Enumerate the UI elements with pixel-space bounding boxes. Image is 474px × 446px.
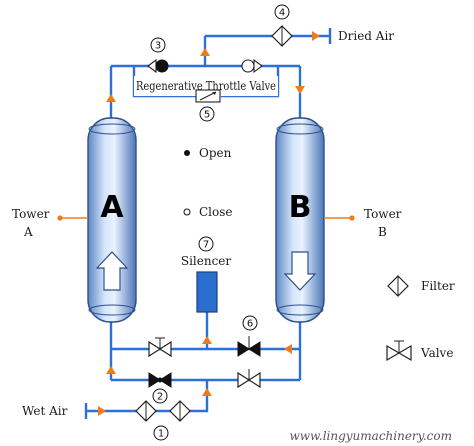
tower-a-up-arrow [95,251,129,291]
tower-a-letter: A [100,190,124,225]
check-valve-icon-open [241,58,263,74]
valve-icon-upper-left [148,337,172,358]
filter-icon-inlet-1 [135,400,157,422]
tower-a-label-line2: A [23,225,33,239]
marker-circle-6 [242,315,258,331]
regen-label-box [134,76,278,96]
tower-a: A [87,117,137,323]
legend-filter-label: Filter [421,279,455,293]
tower-b-label-line1: Tower [364,207,402,221]
valve-icon-6 [237,336,261,357]
flow-arrow-center-up [200,48,210,56]
tower-b-letter: B [289,190,312,225]
check-valve-icon-3 [147,58,169,74]
tower-b: B [275,117,325,323]
marker-circle-3 [150,37,166,53]
legend-valve-label: Valve [420,346,453,360]
valve-icon-lower-right [237,369,261,389]
marker-1: 1 [158,429,164,440]
flow-arrow-a-top [106,94,116,102]
website-footer: www.lingyumachinery.com [289,429,452,443]
marker-circle-1 [153,425,169,441]
regen-throttle-valve-label: Regenerative Throttle Valve [136,79,276,93]
flow-arrows [98,31,320,416]
filter-icon-inlet-2 [169,400,191,422]
close-label: Close [199,205,233,219]
flow-arrow-outlet [312,31,320,41]
marker-5: 5 [204,110,210,121]
marker-circle-2 [152,388,168,404]
silencer-icon [196,271,218,313]
tower-b-down-arrow [283,251,317,291]
flow-arrow-inlet [98,406,106,416]
marker-2: 2 [157,392,163,403]
flow-arrow-b-down [295,86,305,94]
open-label: Open [199,146,232,160]
flow-arrow-a-up [106,366,116,374]
flow-arrow-b-exhaust [284,344,292,354]
tower-label-leaders [57,215,355,221]
marker-circle-4 [274,4,290,20]
legend-valve-icon [386,340,412,362]
valve-icon-2 [148,372,172,388]
dried-air-label: Dried Air [338,29,394,43]
close-dot-icon [183,208,191,216]
tower-a-label-line1: Tower [12,207,50,221]
throttle-valve-icon-5 [195,89,221,103]
marker-circle-5 [199,106,215,122]
marker-circle-7 [198,236,214,252]
marker-7: 7 [203,240,209,251]
wet-air-label: Wet Air [22,404,68,418]
flow-arrow-silencer-up [202,336,212,344]
marker-3: 3 [155,41,161,52]
filter-icon-outlet [271,25,293,47]
marker-6: 6 [247,319,253,330]
silencer-label: Silencer [181,254,232,268]
marker-4: 4 [279,8,285,19]
tower-b-label-line2: B [378,225,387,239]
open-dot-icon [184,150,190,156]
legend-filter-icon [387,275,409,297]
flow-arrow-inlet-up [202,388,212,396]
